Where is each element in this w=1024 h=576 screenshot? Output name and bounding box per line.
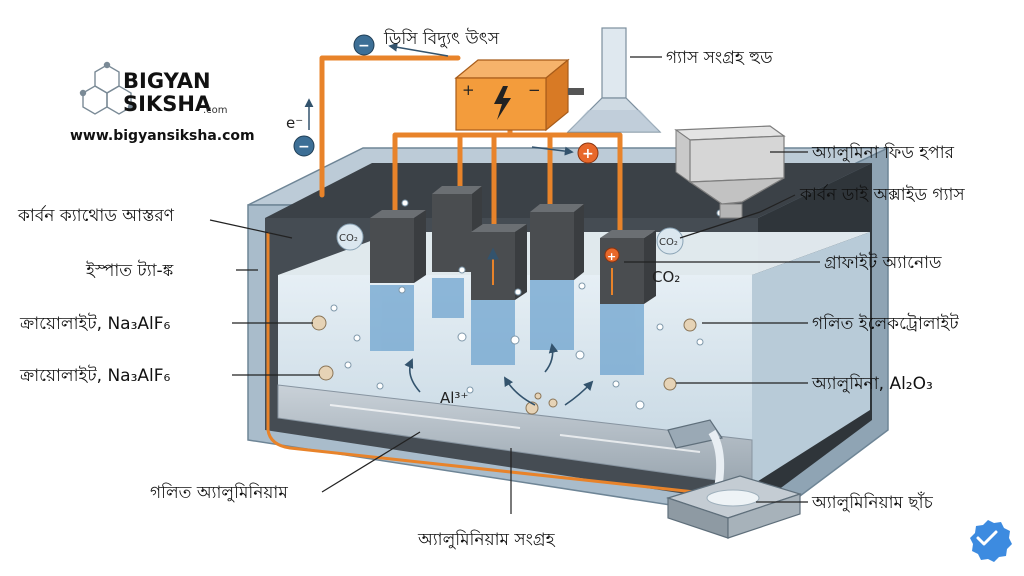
- label-cathode-lining: কার্বন ক্যাথোড আস্তরণ: [17, 205, 175, 226]
- anode-4: [530, 204, 584, 280]
- anode-plus: +: [607, 250, 616, 263]
- power-minus-symbol: −: [528, 81, 541, 99]
- label-molten-electrolyte: গলিত ইলেকট্রোলাইট: [812, 313, 959, 334]
- label-steel-tank: ইস্পাত ট্যা-ঙ্ক: [85, 260, 174, 281]
- label-alumina: অ্যালুমিনা, Al₂O₃: [811, 373, 933, 394]
- circuit-wires: [319, 55, 623, 235]
- label-gas-hood: গ্যাস সংগ্রহ হুড: [666, 48, 773, 68]
- anode-5: +: [600, 230, 656, 304]
- lining-edge-line: [266, 232, 751, 500]
- gas-collection-hood: [566, 27, 662, 133]
- label-molten-aluminium: গলিত অ্যালুমিনিয়াম: [150, 482, 288, 503]
- graphite-anodes: +: [370, 186, 656, 304]
- co2-text: CO₂: [652, 268, 680, 286]
- aluminium-mould: [666, 419, 802, 539]
- anode-1: [370, 210, 426, 283]
- logo-url: www.bigyansiksha.com: [70, 128, 255, 144]
- electron-label: e⁻: [286, 114, 303, 132]
- verified-badge-icon: [970, 520, 1012, 562]
- logo-tiny: .com: [203, 105, 228, 116]
- electron-flow: − e⁻ − +: [286, 34, 599, 164]
- logo: BIGYAN SIKSHA .com www.bigyansiksha.com: [70, 61, 255, 144]
- al-ion-label: Al³⁺: [440, 389, 468, 407]
- co2-bubble-right: CO₂: [659, 237, 678, 248]
- minus-left: −: [298, 139, 310, 155]
- lightning-icon: [494, 86, 511, 120]
- leader-lines: [209, 56, 820, 514]
- label-cryolite-1: ক্রায়োলাইট, Na₃AlF₆: [19, 313, 171, 334]
- plus-right: +: [582, 146, 594, 162]
- co2-bubble-left: CO₂: [339, 233, 358, 244]
- particles: [330, 199, 724, 410]
- alumina-feed-hopper: [674, 125, 786, 219]
- label-alumina-hopper: অ্যালুমিনা ফিড হপার: [811, 142, 955, 163]
- co2-bubbles: CO₂ CO₂ CO₂: [336, 223, 684, 286]
- label-cryolite-2: ক্রায়োলাইট, Na₃AlF₆: [19, 365, 171, 386]
- label-al-collection: অ্যালুমিনিয়াম সংগ্রহ: [417, 529, 556, 550]
- ion-flow-arrows: [404, 343, 594, 406]
- label-graphite-anode: গ্রাফাইট অ্যানোড: [824, 252, 942, 273]
- logo-line2: SIKSHA: [123, 92, 212, 116]
- anode-3: [471, 224, 527, 300]
- hexagon-molecule-icon: [79, 61, 135, 115]
- minus-top: −: [358, 38, 370, 54]
- logo-line1: BIGYAN: [123, 69, 211, 93]
- label-al-mould: অ্যালুমিনিয়াম ছাঁচ: [811, 492, 934, 513]
- dc-power-supply: + −: [454, 58, 584, 132]
- label-co2-gas: কার্বন ডাই অক্সাইড গ্যাস: [799, 184, 965, 205]
- alumina-particles: [311, 315, 697, 415]
- power-plus-symbol: +: [462, 81, 475, 99]
- label-dc-source: ডিসি বিদ্যুৎ উৎস: [383, 28, 500, 49]
